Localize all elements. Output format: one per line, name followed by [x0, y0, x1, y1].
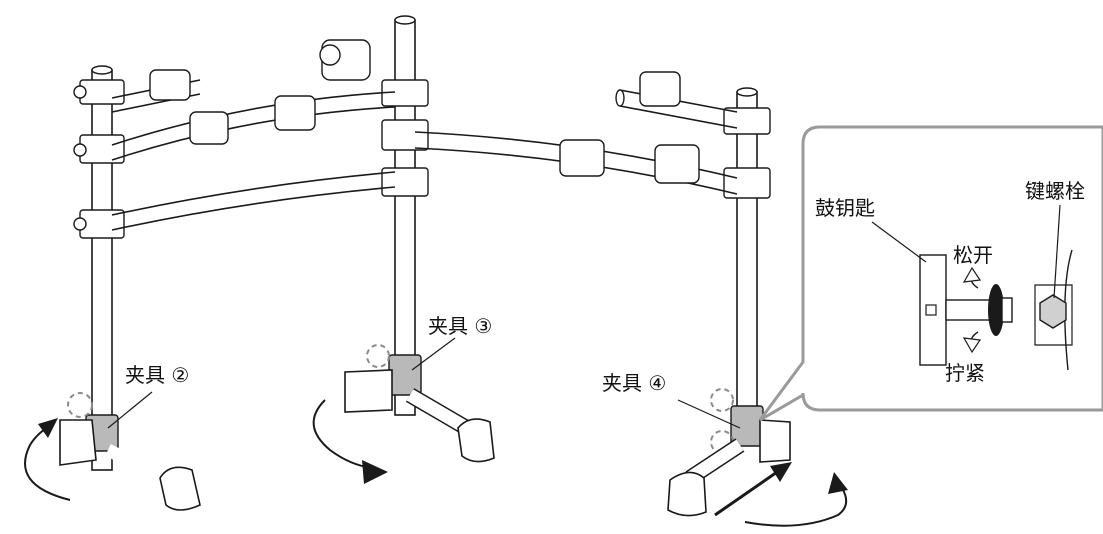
loosen-label: 松开 [953, 243, 993, 267]
right-vertical-pipe [736, 91, 758, 423]
center-leg [312, 15, 495, 484]
clamp-3-label: 夹具 ③ [428, 314, 492, 338]
left-foot-cap [159, 466, 201, 511]
clamp-4-dashed-marker-top [710, 388, 734, 412]
left-foot [59, 419, 97, 466]
clamp-3-leader [411, 337, 456, 371]
horizontal-bars [111, 79, 738, 231]
drum-key-shaft [945, 299, 995, 321]
drum-key-collar [988, 284, 1004, 336]
key-bolt-hex [1039, 294, 1067, 329]
key-bolt-leader [1053, 204, 1061, 299]
center-rotation-arrow [312, 399, 373, 469]
right-foot [759, 419, 791, 463]
clamp-3-dashed-marker [366, 344, 390, 368]
right-foot-cap [667, 471, 707, 517]
clamp-2-dashed-marker [67, 392, 93, 418]
tighten-label: 拧紧 [945, 361, 985, 385]
mount-clamps [149, 39, 700, 184]
left-vertical-pipe [91, 69, 113, 471]
right-rotation-arrow [744, 487, 848, 527]
left-leg [24, 65, 201, 511]
clamp-4-label: 夹具 ④ [602, 371, 666, 395]
clamp-2-label: 夹具 ② [125, 363, 189, 387]
center-foot [344, 369, 393, 413]
center-foot-cap [457, 418, 495, 463]
drum-key-label: 鼓钥匙 [815, 196, 875, 220]
detail-callout [758, 125, 1103, 422]
clamp-4-leader [677, 399, 741, 429]
key-bolt-label: 键螺栓 [1025, 179, 1085, 203]
bolt-bracket [1064, 249, 1073, 371]
right-push-arrow [714, 468, 781, 517]
drum-key-leader [871, 221, 927, 263]
clamp-3-highlight [388, 354, 422, 396]
clamp-2-leader [107, 391, 153, 429]
